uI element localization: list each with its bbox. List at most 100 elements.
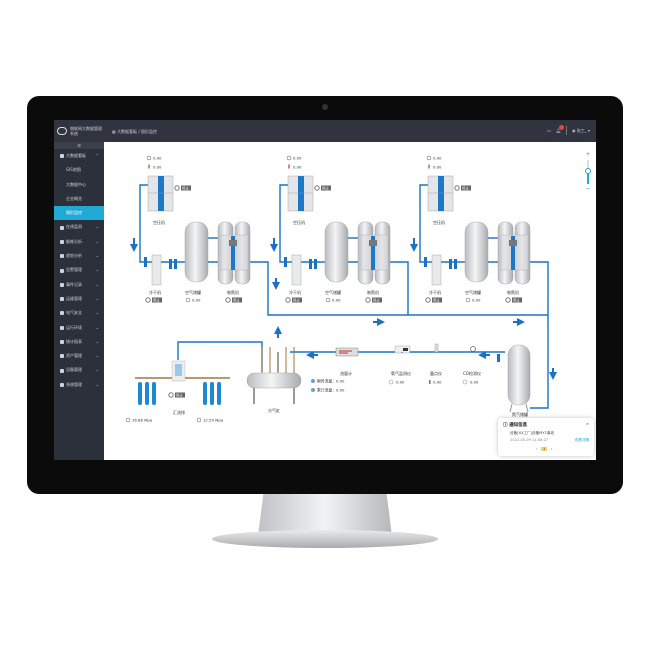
oxygen-monitor[interactable] — [394, 345, 411, 354]
air-tank-label: 空气储罐 — [185, 289, 201, 295]
nitrogen-generator[interactable] — [357, 221, 391, 285]
thermometer-icon — [288, 164, 290, 169]
svg-text:瞬时流量：0.00: 瞬时流量：0.00 — [317, 379, 345, 384]
view-details-link[interactable]: 查看详情 — [574, 438, 589, 442]
notification-time: 2022-05-09 11:08:27 — [510, 438, 549, 442]
sidebar-item[interactable]: 在线监测⌄ — [54, 220, 104, 234]
total-flow-label: 累计流量： — [317, 388, 336, 393]
notification-title: 通知信息 — [509, 423, 528, 428]
sidebar-item[interactable]: 设备管理⌄ — [54, 363, 104, 377]
top-header: 物联网大数据管理系统 ▦ 大数据看板 / 图形监控 ▭ 🔔︎ ◉ 张工_ ▾ — [54, 120, 596, 142]
air-compressor[interactable] — [287, 175, 314, 212]
next-page-button[interactable]: › — [550, 447, 553, 451]
generator-status: 停止 — [233, 297, 240, 302]
sidebar-item[interactable]: 事件记录⌄ — [54, 278, 104, 292]
bell-icon[interactable]: 🔔︎ — [556, 125, 564, 133]
air-tank-label: 空气储罐 — [465, 289, 481, 295]
notification-message: 设备[XX工厂]设备MY1离线 — [510, 431, 555, 435]
compressor-status: 停止 — [182, 185, 189, 190]
process-unit: 0.00 0.00 停止 空压机 冷干机 停止 空气储罐 0.00 制氮机 停止 — [130, 156, 252, 303]
monitor-icon[interactable]: ▭ — [547, 128, 551, 133]
app-screen: 物联网大数据管理系统 ▦ 大数据看板 / 图形监控 ▭ 🔔︎ ◉ 张工_ ▾ ☰… — [54, 120, 596, 460]
zoom-in-button[interactable]: + — [585, 151, 591, 158]
close-icon[interactable]: × — [585, 422, 589, 426]
menu-icon — [60, 382, 64, 387]
prev-page-button[interactable]: ‹ — [536, 447, 538, 451]
air-tank[interactable] — [184, 221, 209, 283]
chevron-icon: ⌄ — [95, 267, 99, 273]
menu-icon — [60, 297, 64, 302]
sidebar-item[interactable]: 运维管理⌄ — [54, 292, 104, 306]
dryer-status: 停止 — [153, 297, 160, 302]
user-menu[interactable]: ◉ 张工_ ▾ — [571, 127, 590, 133]
zoom-control: + − — [584, 152, 592, 197]
air-dryer[interactable] — [424, 254, 457, 286]
nitrogen-generator[interactable] — [217, 221, 251, 285]
chevron-icon: ⌃ — [95, 153, 99, 158]
dewpoint-meter[interactable] — [434, 343, 439, 353]
gas-distributor[interactable] — [246, 347, 302, 404]
sidebar-item[interactable]: 企业概览 — [54, 192, 104, 206]
temperature-value: 0.00 — [293, 165, 302, 170]
page-number[interactable]: 1 — [541, 447, 547, 451]
flow-arrows — [272, 278, 557, 380]
chevron-icon: ⌄ — [95, 310, 99, 316]
zoom-out-button[interactable]: − — [585, 185, 591, 192]
sidebar-item[interactable]: 趋势分析⌄ — [54, 249, 104, 263]
sidebar-item[interactable]: 告警管理⌄ — [54, 263, 104, 277]
nitrogen-tank[interactable] — [507, 344, 531, 413]
sidebar-item[interactable]: 运行环境⌄ — [54, 321, 104, 335]
generator-label: 制氮机 — [367, 289, 379, 295]
chevron-icon: ⌄ — [95, 253, 99, 259]
menu-icon — [60, 354, 64, 359]
air-tank[interactable] — [464, 221, 489, 283]
sidebar-item[interactable]: 大数据中心 — [54, 178, 104, 192]
sidebar-item[interactable]: 大数据看板⌃ — [54, 149, 104, 163]
thermometer-icon — [148, 164, 150, 169]
menu-icon — [60, 311, 64, 316]
monitor-stand — [258, 494, 392, 536]
nitrogen-generator[interactable] — [497, 221, 531, 285]
temperature-value: 0.00 — [153, 165, 162, 170]
sidebar-item-label: 大数据中心 — [66, 181, 86, 187]
sidebar-item-label: 运行环境 — [66, 324, 82, 330]
flow-icon — [311, 379, 315, 383]
compressor-label: 空压机 — [293, 219, 305, 225]
process-unit: 0.00 0.00 停止 空压机 冷干机 停止 空气储罐 0.00 制氮机 停止 — [410, 156, 532, 303]
sidebar-item[interactable]: 资产管理⌄ — [54, 349, 104, 363]
sidebar-item[interactable]: 图形监控 — [54, 206, 104, 221]
instant-flow-label: 瞬时流量： — [317, 379, 336, 384]
sidebar-item-label: 在线监测 — [66, 224, 82, 230]
flowmeter[interactable] — [335, 347, 359, 357]
svg-text:累计流量：0.00: 累计流量：0.00 — [317, 388, 345, 393]
zoom-slider[interactable] — [585, 160, 591, 184]
sidebar-item[interactable]: 系统管理⌄ — [54, 378, 104, 392]
compressor-label: 空压机 — [433, 219, 445, 225]
zoom-slider-handle[interactable] — [585, 168, 591, 174]
manifold-status: 停止 — [176, 392, 183, 397]
sidebar-item[interactable]: GIS地图 — [54, 163, 104, 177]
sidebar-item-label: 电气安全 — [66, 310, 82, 316]
sidebar-item-label: 图形监控 — [66, 210, 82, 216]
sidebar-item[interactable]: 统计报表⌄ — [54, 335, 104, 349]
dryer-status: 停止 — [293, 297, 300, 302]
air-dryer[interactable] — [144, 254, 177, 286]
manifold[interactable] — [135, 360, 230, 405]
air-tank[interactable] — [324, 221, 349, 283]
sidebar-item[interactable]: 电气安全 ⌄ — [54, 306, 104, 320]
user-name: 张工_ — [576, 127, 587, 133]
generator-label: 制氮机 — [507, 289, 519, 295]
sidebar-item-label: GIS地图 — [66, 167, 81, 173]
chevron-icon: ⌄ — [95, 367, 99, 373]
dryer-label: 冷干机 — [149, 289, 161, 295]
pressure-value: 0.00 — [433, 156, 442, 161]
sidebar-item[interactable]: 能耗分析⌄ — [54, 235, 104, 249]
air-compressor[interactable] — [427, 175, 454, 212]
air-compressor[interactable] — [147, 175, 174, 212]
breadcrumb-root[interactable]: 大数据看板 — [117, 129, 138, 134]
divider — [565, 126, 567, 135]
air-dryer[interactable] — [284, 254, 317, 286]
co-detector[interactable] — [470, 346, 476, 352]
nitrogen-tank-label: 氮气储罐 — [512, 411, 528, 417]
sidebar-collapse-button[interactable]: ☰ — [54, 142, 104, 149]
